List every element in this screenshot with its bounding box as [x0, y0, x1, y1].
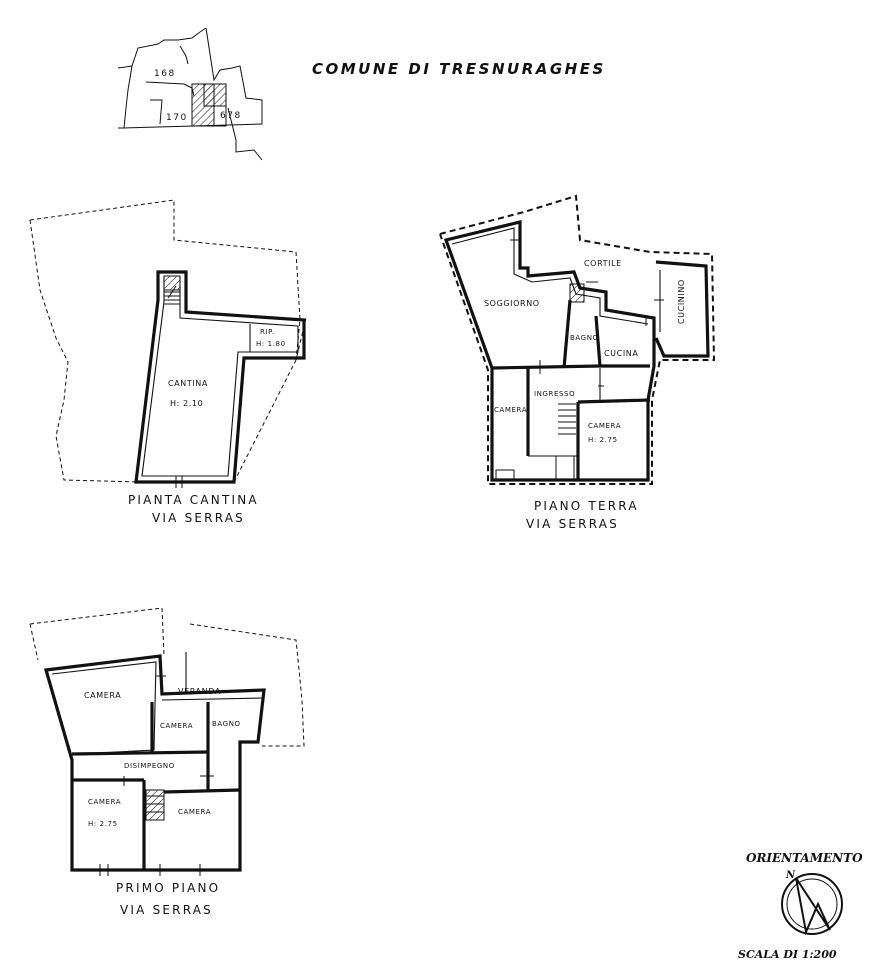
cantina-stair: [163, 275, 181, 305]
room-label-veranda: VERANDA: [178, 687, 221, 696]
plan-primo-piano: CAMERA VERANDA CAMERA BAGNO DISIMPEGNO C…: [29, 607, 305, 917]
cantina-walls: [134, 270, 306, 484]
orientation-compass: ORIENTAMENTO N SCALA DI 1:200: [738, 851, 863, 961]
cadastral-parcel-highlight-2: [203, 83, 227, 107]
plan-caption-piano-terra-street: VIA SERRAS: [526, 517, 619, 531]
page-title: COMUNE DI TRESNURAGHES: [312, 60, 606, 78]
plan-caption-cantina-street: VIA SERRAS: [152, 511, 245, 525]
room-label-camera-left-first: CAMERA: [88, 798, 121, 806]
ground-floor-stair: [495, 281, 598, 481]
room-label-rip: RIP.: [260, 328, 275, 336]
room-label-cortile: CORTILE: [584, 259, 622, 268]
room-label-cucinino: CUCININO: [677, 279, 686, 324]
room-height-rip: H: 1.80: [256, 340, 286, 348]
room-label-ingresso: INGRESSO: [534, 390, 575, 398]
parcel-678-label: 678: [220, 111, 242, 121]
room-label-camera-mid: CAMERA: [160, 722, 193, 730]
plan-cantina: CANTINA H: 2.10 RIP. H: 1.80 PIANTA CANT…: [29, 199, 307, 525]
room-label-cantina: CANTINA: [168, 379, 208, 388]
room-label-camera-right: CAMERA: [588, 422, 621, 430]
plan-caption-cantina: PIANTA CANTINA: [128, 493, 259, 507]
plan-caption-primo-piano: PRIMO PIANO: [116, 881, 220, 895]
plan-piano-terra: SOGGIORNO CORTILE CUCININO BAGNO CUCINA …: [439, 194, 716, 531]
cadastral-map: 168 170 678: [117, 27, 263, 161]
north-label: N: [785, 870, 796, 881]
parcel-170-label: 170: [166, 113, 188, 123]
north-arrow-icon: [795, 877, 831, 936]
parcel-168-label: 168: [154, 69, 176, 79]
room-label-camera-top: CAMERA: [84, 691, 121, 700]
room-label-bagno: BAGNO: [570, 334, 599, 342]
room-label-camera-right-first: CAMERA: [178, 808, 211, 816]
room-height-camera-left-first: H: 2.75: [88, 820, 118, 828]
first-floor-lot-boundary: [29, 607, 165, 657]
first-floor-walls: [43, 654, 266, 872]
room-label-cucina: CUCINA: [604, 349, 638, 358]
plan-caption-piano-terra: PIANO TERRA: [534, 499, 639, 513]
room-label-disimpegno: DISIMPEGNO: [124, 762, 175, 770]
orientation-label: ORIENTAMENTO: [746, 851, 863, 865]
scale-label: SCALA DI 1:200: [738, 948, 837, 961]
plan-caption-primo-piano-street: VIA SERRAS: [120, 903, 213, 917]
room-height-camera-right: H: 2.75: [588, 436, 618, 444]
first-floor-stair: [145, 789, 165, 821]
room-height-cantina: H: 2.10: [170, 399, 203, 408]
room-label-soggiorno: SOGGIORNO: [484, 299, 540, 308]
room-label-bagno-first: BAGNO: [212, 720, 241, 728]
ground-floor-boundary: [439, 194, 716, 485]
room-label-camera-left: CAMERA: [494, 406, 527, 414]
